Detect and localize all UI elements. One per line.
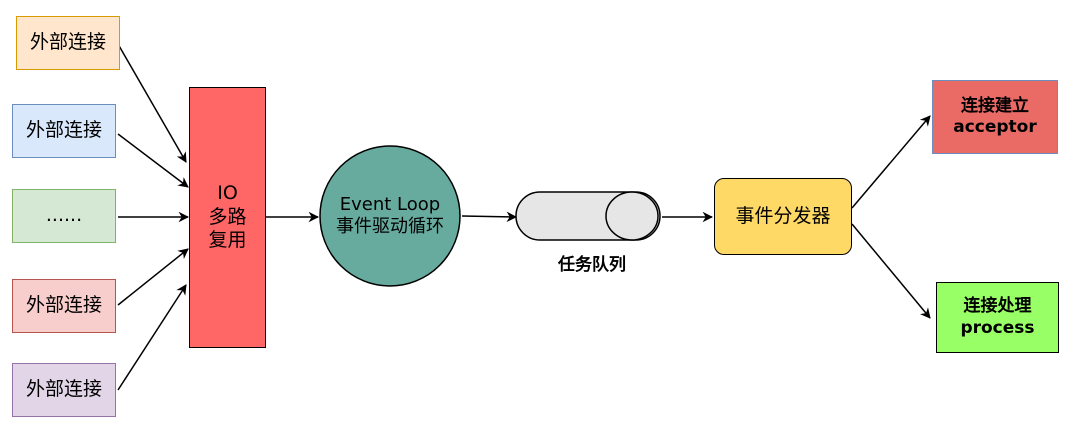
source-box-5: 外部连接: [12, 363, 116, 417]
task-queue-cylinder: [515, 191, 661, 241]
arrow-source1-to-io: [117, 43, 187, 163]
arrow-dispatcher-to-process: [851, 223, 931, 319]
process-line1: 连接处理: [963, 296, 1032, 317]
arrow-source2-to-io: [117, 133, 189, 188]
acceptor-box: 连接建立 acceptor: [932, 80, 1058, 154]
event-loop-circle: [319, 145, 461, 287]
source-label: 外部连接: [25, 294, 102, 317]
io-label-line1: IO: [217, 181, 238, 204]
source-box-4: 外部连接: [12, 279, 116, 333]
io-label-line2: 多路: [208, 205, 247, 228]
process-box: 连接处理 process: [936, 282, 1059, 353]
event-loop-line1: Event Loop: [339, 193, 441, 215]
io-label-line3: 复用: [208, 229, 247, 252]
source-label: 外部连接: [25, 378, 102, 401]
source-label: ......: [45, 204, 83, 227]
source-box-3: ......: [12, 189, 116, 243]
arrow-source5-to-io: [117, 284, 187, 391]
event-dispatcher-box: 事件分发器: [714, 178, 852, 255]
source-box-2: 外部连接: [12, 104, 116, 158]
acceptor-line1: 连接建立: [961, 95, 1029, 116]
source-label: 外部连接: [29, 31, 106, 54]
dispatcher-label: 事件分发器: [735, 204, 831, 227]
source-box-1: 外部连接: [16, 16, 120, 70]
process-line2: process: [960, 317, 1035, 338]
source-label: 外部连接: [25, 119, 102, 142]
arrow-eventloop-to-queue: [461, 211, 518, 223]
event-loop-line2: 事件驱动循环: [336, 216, 444, 237]
task-queue-label: 任务队列: [558, 255, 626, 275]
io-multiplexing-box: IO 多路 复用: [189, 87, 266, 348]
arrow-dispatcher-to-acceptor: [851, 115, 931, 209]
event-loop-label: Event Loop 事件驱动循环: [320, 176, 460, 256]
acceptor-line2: acceptor: [953, 117, 1037, 137]
arrow-source4-to-io: [117, 248, 189, 306]
